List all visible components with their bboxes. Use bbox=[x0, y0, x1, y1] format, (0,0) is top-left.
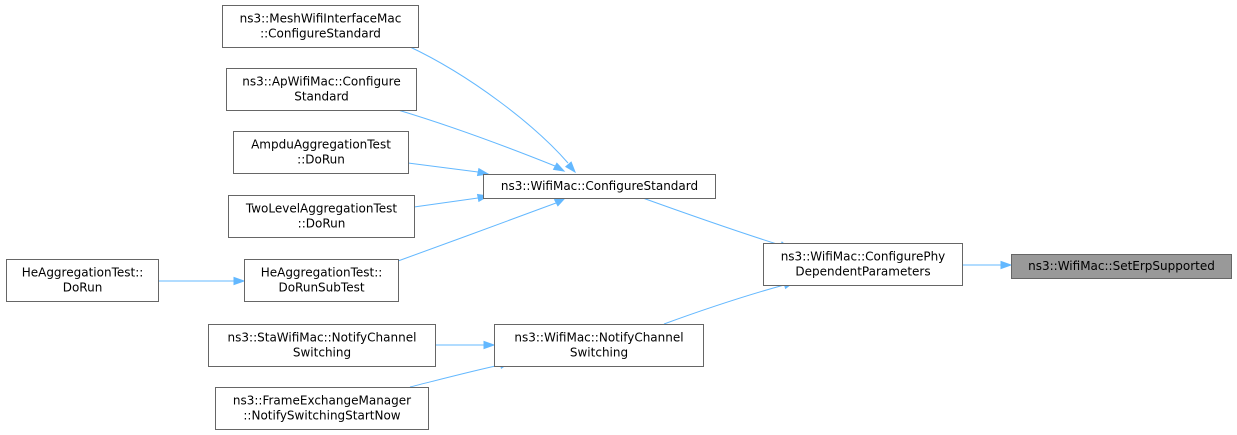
edge-n4-to-n2 bbox=[407, 45, 576, 174]
node-label: ns3::ApWifiMac::Configure bbox=[242, 75, 400, 89]
edge-line bbox=[663, 284, 785, 325]
node-box bbox=[228, 195, 415, 238]
edge-n10-to-n3 bbox=[435, 340, 496, 350]
node-label: Switching bbox=[293, 346, 351, 360]
node-label: Switching bbox=[570, 346, 628, 360]
node-label: ns3::WifiMac::ConfigureStandard bbox=[501, 179, 698, 193]
function-node[interactable]: TwoLevelAggregationTest::DoRun bbox=[228, 195, 415, 238]
edge-line bbox=[409, 364, 501, 388]
node-label: ns3::WifiMac::SetErpSupported bbox=[1028, 259, 1215, 273]
function-node[interactable]: ns3::FrameExchangeManager::NotifySwitchi… bbox=[215, 387, 429, 430]
function-node[interactable]: HeAggregationTest::DoRunSubTest bbox=[244, 259, 399, 302]
node-label: Standard bbox=[294, 90, 349, 104]
nodes: ns3::WifiMac::SetErpSupportedns3::WifiMa… bbox=[6, 5, 1232, 430]
node-label: DoRun bbox=[63, 281, 103, 295]
arrowhead-icon bbox=[233, 276, 246, 286]
node-box bbox=[226, 68, 417, 111]
edge-n6-to-n2 bbox=[407, 162, 490, 177]
node-box bbox=[215, 387, 429, 430]
function-node[interactable]: ns3::ApWifiMac::ConfigureStandard bbox=[226, 68, 417, 111]
arrowhead-icon bbox=[483, 340, 496, 350]
node-box bbox=[1011, 254, 1232, 279]
root-function-node: ns3::WifiMac::SetErpSupported bbox=[1011, 254, 1232, 279]
node-label: HeAggregationTest:: bbox=[22, 266, 144, 280]
node-label: ::ConfigureStandard bbox=[260, 27, 381, 41]
node-box bbox=[244, 259, 399, 302]
edge-n3-to-n1 bbox=[663, 281, 796, 325]
function-node[interactable]: HeAggregationTest::DoRun bbox=[6, 259, 159, 302]
edge-line bbox=[407, 45, 569, 164]
function-node[interactable]: ns3::WifiMac::ConfigureStandard bbox=[483, 174, 716, 199]
node-label: ::NotifySwitchingStartNow bbox=[243, 409, 400, 423]
edge-line bbox=[413, 197, 479, 208]
edge-line bbox=[407, 162, 479, 173]
edge-n8-to-n2 bbox=[397, 197, 567, 262]
edge-line bbox=[397, 202, 557, 262]
node-label: ns3::MeshWifiInterfaceMac bbox=[240, 12, 402, 26]
node-label: HeAggregationTest:: bbox=[261, 266, 383, 280]
node-box bbox=[222, 5, 419, 48]
node-label: ns3::WifiMac::ConfigurePhy bbox=[781, 250, 946, 264]
arrowhead-icon bbox=[564, 161, 576, 174]
node-box bbox=[233, 131, 409, 174]
node-box bbox=[483, 174, 716, 199]
edge-n7-to-n2 bbox=[413, 193, 490, 208]
node-label: ns3::FrameExchangeManager bbox=[233, 394, 411, 408]
edge-line bbox=[639, 196, 781, 246]
node-label: DependentParameters bbox=[795, 265, 930, 279]
node-label: AmpduAggregationTest bbox=[251, 138, 391, 152]
node-label: ::DoRun bbox=[297, 153, 345, 167]
edge-n5-to-n2 bbox=[397, 109, 566, 172]
node-label: ns3::StaWifiMac::NotifyChannel bbox=[228, 331, 417, 345]
node-box bbox=[208, 324, 436, 367]
node-label: ns3::WifiMac::NotifyChannel bbox=[514, 331, 683, 345]
arrowhead-icon bbox=[1000, 260, 1013, 270]
arrowhead-icon bbox=[552, 162, 566, 172]
node-box bbox=[6, 259, 159, 302]
node-label: DoRunSubTest bbox=[278, 281, 364, 295]
arrowhead-icon bbox=[553, 197, 567, 207]
arrowhead-icon bbox=[476, 167, 490, 177]
function-node[interactable]: ns3::WifiMac::ConfigurePhyDependentParam… bbox=[763, 243, 963, 286]
node-box bbox=[763, 243, 963, 286]
edge-n9-to-n8 bbox=[158, 276, 246, 286]
edge-n2-to-n1 bbox=[639, 196, 792, 250]
edge-line bbox=[397, 109, 556, 167]
node-label: ::DoRun bbox=[298, 217, 346, 231]
node-box bbox=[494, 324, 704, 367]
edge-n1-to-n0 bbox=[962, 260, 1013, 270]
function-node[interactable]: ns3::MeshWifiInterfaceMac::ConfigureStan… bbox=[222, 5, 419, 48]
function-node[interactable]: AmpduAggregationTest::DoRun bbox=[233, 131, 409, 174]
node-label: TwoLevelAggregationTest bbox=[245, 202, 398, 216]
